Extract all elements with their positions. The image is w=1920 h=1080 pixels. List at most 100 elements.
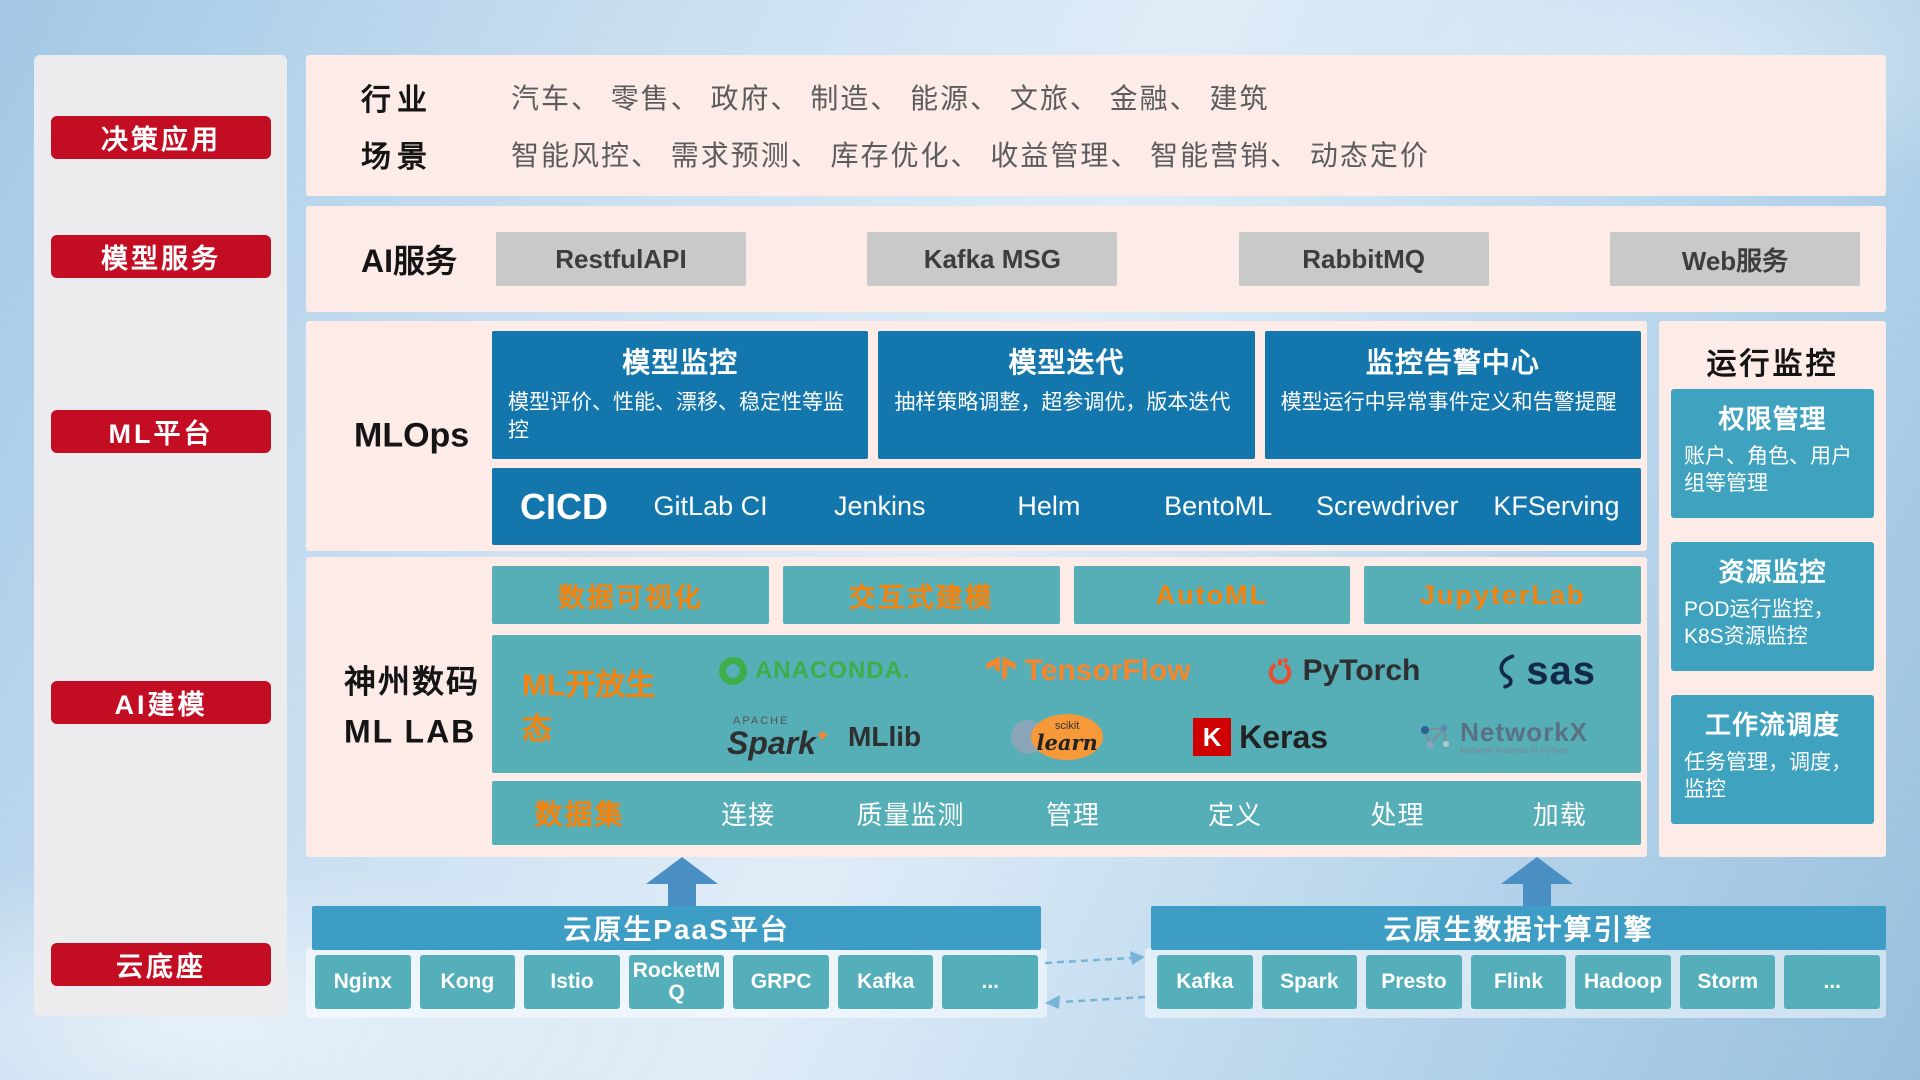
sas-swoosh-icon [1499,654,1515,689]
up-arrow-icon [1501,857,1573,906]
industry-line: 行业 汽车、 零售、 政府、 制造、 能源、 文旅、 金融、 建筑 [361,75,1886,119]
ai-service-panel: AI服务 RestfulAPI Kafka MSG RabbitMQ Web服务 [306,206,1886,312]
industry-label: 行业 [361,84,433,118]
scenario-line: 场景 智能风控、 需求预测、 库存优化、 收益管理、 智能营销、 动态定价 [361,132,1886,176]
flink-chip: Flink [1470,955,1567,1009]
dataset-item-connect: 连接 [721,799,776,830]
nginx-chip: Nginx [315,955,411,1009]
keras-text: Keras [1239,718,1329,755]
dataset-item-manage: 管理 [1045,799,1100,830]
sidebar-item-decision-app: 决策应用 [51,116,271,159]
run-monitoring-panel: 运行监控 权限管理 账户、角色、用户组等管理 资源监控 POD运行监控，K8S资… [1659,321,1886,857]
card-title: 模型迭代 [1008,347,1125,378]
tensorflow-logo: TensorFlow [985,654,1191,688]
spark-star-icon: ✦ [814,725,831,746]
card-title: 监控告警中心 [1365,347,1540,378]
mllib-text: MLlib [848,721,922,752]
cicd-tool-gitlab: GitLab CI [653,491,768,521]
presto-chip: Presto [1366,955,1462,1009]
networkx-text: NetworkX [1460,716,1588,747]
sklearn-orange-blob-icon: scikit learn [1031,714,1104,760]
sidebar: 决策应用 模型服务 ML平台 AI建模 云底座 [34,55,287,1016]
pytorch-logo: PyTorch [1265,654,1421,688]
permission-mgmt-card: 权限管理 账户、角色、用户组等管理 [1671,389,1874,518]
kafka-chip: Kafka [837,955,934,1009]
cicd-tool-screwdriver: Screwdriver [1316,491,1459,521]
scikit-text: scikit [1054,720,1080,732]
card-desc: 模型评价、性能、漂移、稳定性等监控 [508,391,844,443]
networkx-text-stack: NetworkX Network Analysis in Python [1460,718,1588,756]
restfulapi-chip: RestfulAPI [496,232,746,286]
rocketmq-chip: RocketMQ [628,955,725,1009]
scikit-learn-logo: scikit learn [1011,714,1104,760]
spark-stack: APACHE Spark ✦ [727,714,830,759]
istio-chip: Istio [524,955,620,1009]
dataset-item-quality: 质量监测 [856,799,965,830]
sidebar-item-model-service: 模型服务 [51,235,271,278]
model-monitoring-card: 模型监控 模型评价、性能、漂移、稳定性等监控 [492,331,869,459]
ml-lab-panel: 神州数码 ML LAB 数据可视化 交互式建模 AutoML JupyterLa… [306,557,1647,857]
tensorflow-icon [985,656,1016,681]
run-monitoring-title: 运行监控 [1706,348,1839,381]
card-desc: 抽样策略调整，超参调优，版本迭代 [894,391,1231,414]
card-title: 资源监控 [1718,557,1827,587]
cicd-label: CICD [520,485,608,527]
card-desc: 账户、角色、用户组等管理 [1684,445,1852,496]
industry-scenario-panel: 行业 汽车、 零售、 政府、 制造、 能源、 文旅、 金融、 建筑 场景 智能风… [306,55,1886,196]
spark-line: Spark ✦ [727,727,830,759]
cicd-tool-kfserving: KFServing [1493,491,1620,521]
cicd-tool-jenkins: Jenkins [833,491,926,521]
learn-text: learn [1036,730,1098,755]
engine-buttons: Kafka Spark Presto Flink Hadoop Storm ..… [1157,955,1881,1009]
spark-mllib-logo: APACHE Spark ✦ MLlib [727,714,922,759]
model-iteration-card: 模型迭代 抽样策略调整，超参调优，版本迭代 [878,331,1255,459]
ml-ecosystem-logos: ANACONDA. TensorFlow PyT [682,635,1641,773]
storm-chip: Storm [1679,955,1776,1009]
ml-lab-tools: 数据可视化 交互式建模 AutoML JupyterLab [492,566,1641,624]
more-chip: ... [942,955,1039,1009]
anaconda-logo: ANACONDA. [718,657,911,685]
pytorch-text: PyTorch [1302,654,1421,687]
resource-monitoring-card: 资源监控 POD运行监控，K8S资源监控 [1671,542,1874,671]
card-title: 模型监控 [622,347,739,378]
ml-lab-label-line1: 神州数码 [344,663,481,700]
card-desc: 任务管理，调度，监控 [1684,751,1852,802]
workflow-scheduling-card: 工作流调度 任务管理，调度，监控 [1671,695,1874,824]
mlops-cards: 模型监控 模型评价、性能、漂移、稳定性等监控 模型迭代 抽样策略调整，超参调优，… [492,331,1641,459]
logo-row-2: APACHE Spark ✦ MLlib scikit [682,707,1633,767]
grpc-chip: GRPC [733,955,829,1009]
pytorch-icon [1268,658,1291,685]
networkx-icon [1421,724,1450,749]
sidebar-item-ml-platform: ML平台 [51,410,271,453]
data-visualization-chip: 数据可视化 [492,566,769,624]
anaconda-ring-icon [718,657,747,685]
up-arrow-icon [646,857,718,906]
card-desc: POD运行监控，K8S资源监控 [1684,598,1835,649]
ml-lab-content: 数据可视化 交互式建模 AutoML JupyterLab ML开放生态 ANA… [492,557,1641,857]
kong-chip: Kong [419,955,516,1009]
paas-header: 云原生PaaS平台 [312,906,1041,950]
cicd-tool-helm: Helm [1017,491,1081,521]
tensorflow-text: TensorFlow [1024,654,1191,687]
cicd-bar: CICD GitLab CI Jenkins Helm BentoML Scre… [492,468,1641,545]
spark-chip: Spark [1261,955,1358,1009]
card-title: 权限管理 [1718,404,1827,434]
card-desc: 模型运行中异常事件定义和告警提醒 [1280,391,1617,414]
industry-value: 汽车、 零售、 政府、 制造、 能源、 文旅、 金融、 建筑 [511,83,1270,115]
scenario-value: 智能风控、 需求预测、 库存优化、 收益管理、 智能营销、 动态定价 [511,139,1430,171]
kafka2-chip: Kafka [1157,955,1253,1009]
rabbitmq-chip: RabbitMQ [1238,232,1489,286]
web-service-chip: Web服务 [1609,232,1860,286]
mlops-panel: MLOps 模型监控 模型评价、性能、漂移、稳定性等监控 模型迭代 抽样策略调整… [306,321,1647,551]
apache-text: APACHE [733,714,790,727]
kafka-msg-chip: Kafka MSG [867,232,1118,286]
jupyterlab-chip: JupyterLab [1364,566,1641,624]
alert-center-card: 监控告警中心 模型运行中异常事件定义和告警提醒 [1264,331,1641,459]
logo-row-1: ANACONDA. TensorFlow PyT [682,641,1633,701]
networkx-logo: NetworkX Network Analysis in Python [1418,718,1588,756]
sas-logo: sas [1494,649,1596,694]
dataset-label: 数据集 [534,799,625,830]
ml-ecosystem-box: ML开放生态 ANACONDA. TensorFlow [492,635,1641,773]
networkx-subtitle: Network Analysis in Python [1460,745,1569,756]
dataset-item-define: 定义 [1208,799,1263,830]
